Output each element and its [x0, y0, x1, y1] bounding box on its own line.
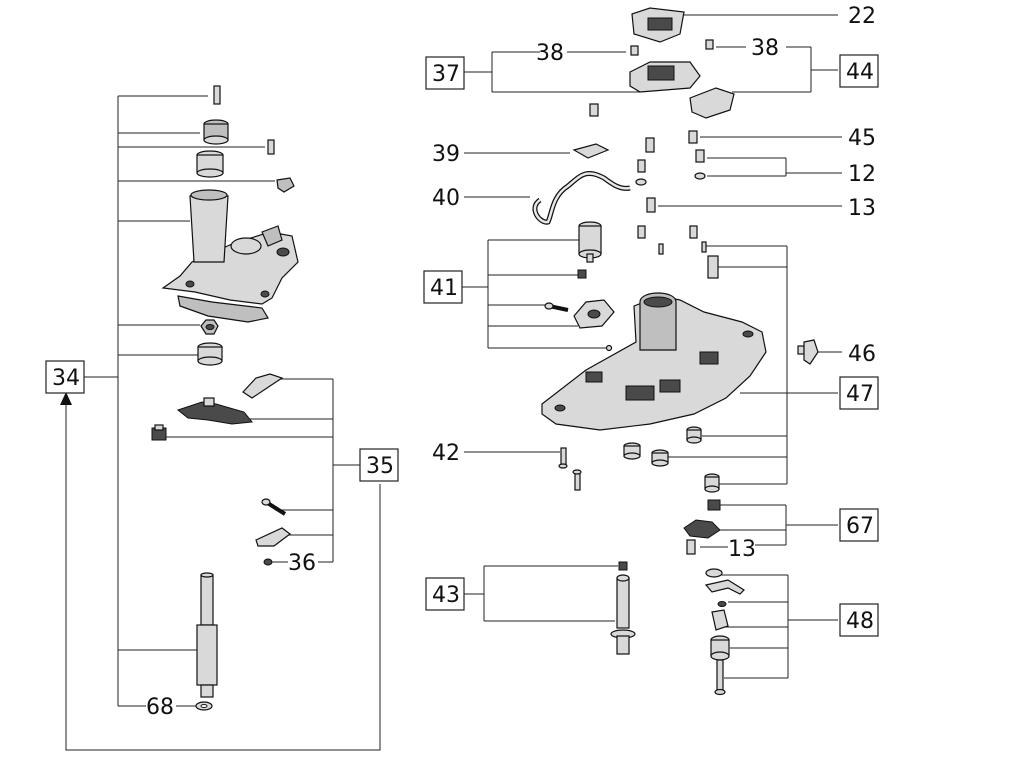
label-22: 22 [848, 4, 876, 29]
label-68: 68 [146, 695, 174, 720]
holder-41-part [573, 299, 615, 329]
cable-40-part [532, 171, 631, 225]
bearing-part [200, 319, 219, 335]
block-41-part [577, 269, 587, 279]
leader-lines-43 [464, 565, 618, 622]
housing-47-part [541, 292, 767, 431]
label-box-35 [359, 448, 399, 482]
label-35: 35 [366, 454, 394, 479]
pin-part [213, 85, 221, 105]
label-45: 45 [848, 126, 876, 151]
leader-lines-34 [84, 95, 275, 707]
leader-lines-35 [165, 378, 360, 563]
screw-38b-part [705, 39, 714, 50]
lever-cover-part [242, 373, 284, 399]
label-box-47 [839, 376, 879, 410]
clip-part [276, 177, 295, 193]
base-plate-part [161, 189, 299, 323]
label-34: 34 [52, 366, 80, 391]
screw-41-part [544, 302, 569, 312]
switch-block-part [629, 61, 701, 93]
sleeve-part [196, 150, 224, 178]
label-44: 44 [846, 60, 874, 85]
connector-39-part [572, 143, 610, 159]
label-46: 46 [848, 342, 876, 367]
return-arrow [60, 392, 381, 751]
motor-part [578, 221, 602, 263]
pin-small-part [267, 139, 275, 155]
label-43: 43 [432, 583, 460, 608]
label-40: 40 [432, 186, 460, 211]
column-part [196, 572, 218, 698]
label-67: 67 [846, 514, 874, 539]
bushing-part [203, 119, 229, 145]
label-39: 39 [432, 142, 460, 167]
label-12: 12 [848, 162, 876, 187]
label-box-48 [839, 603, 879, 637]
label-13-top: 13 [848, 196, 876, 221]
label-box-67 [839, 508, 879, 542]
label-38-left: 38 [536, 41, 564, 66]
washer-68-part [195, 701, 213, 711]
label-47: 47 [846, 382, 874, 407]
screw-top-part [589, 103, 706, 213]
cover-22-part [631, 7, 685, 43]
leader-lines-48 [720, 574, 838, 679]
label-box-37 [425, 56, 465, 90]
bracket-35-part [255, 527, 291, 547]
label-box-44 [839, 54, 879, 88]
label-41: 41 [430, 276, 458, 301]
switch-cap-part [689, 87, 735, 119]
clamp-small-part [151, 424, 167, 441]
spacers-47-part [623, 426, 720, 493]
screws-42-part [558, 447, 582, 491]
label-13-bottom: 13 [728, 537, 756, 562]
leader-lines-41 [462, 239, 606, 349]
nut-41-part [605, 344, 613, 352]
label-37: 37 [432, 62, 460, 87]
label-38-right: 38 [751, 36, 779, 61]
label-42: 42 [432, 441, 460, 466]
label-36: 36 [288, 551, 316, 576]
label-48: 48 [846, 609, 874, 634]
collar-part [197, 342, 223, 366]
shaft-43-part [610, 561, 636, 655]
parts-67 [683, 499, 721, 555]
screw-38a-part [630, 45, 639, 56]
knob-46-part [797, 339, 819, 365]
label-box-43 [425, 577, 465, 611]
screw-36-part [263, 558, 273, 566]
label-box-34 [45, 360, 85, 394]
small-pins-part [637, 225, 719, 279]
screw-35-part [261, 498, 287, 516]
leader-lines-top [464, 14, 842, 207]
label-box-41 [423, 270, 463, 304]
leader-lines-47 [668, 245, 842, 485]
parts-48 [704, 568, 745, 696]
leader-lines-67 [700, 504, 838, 548]
clamp-lever-part [176, 397, 253, 425]
